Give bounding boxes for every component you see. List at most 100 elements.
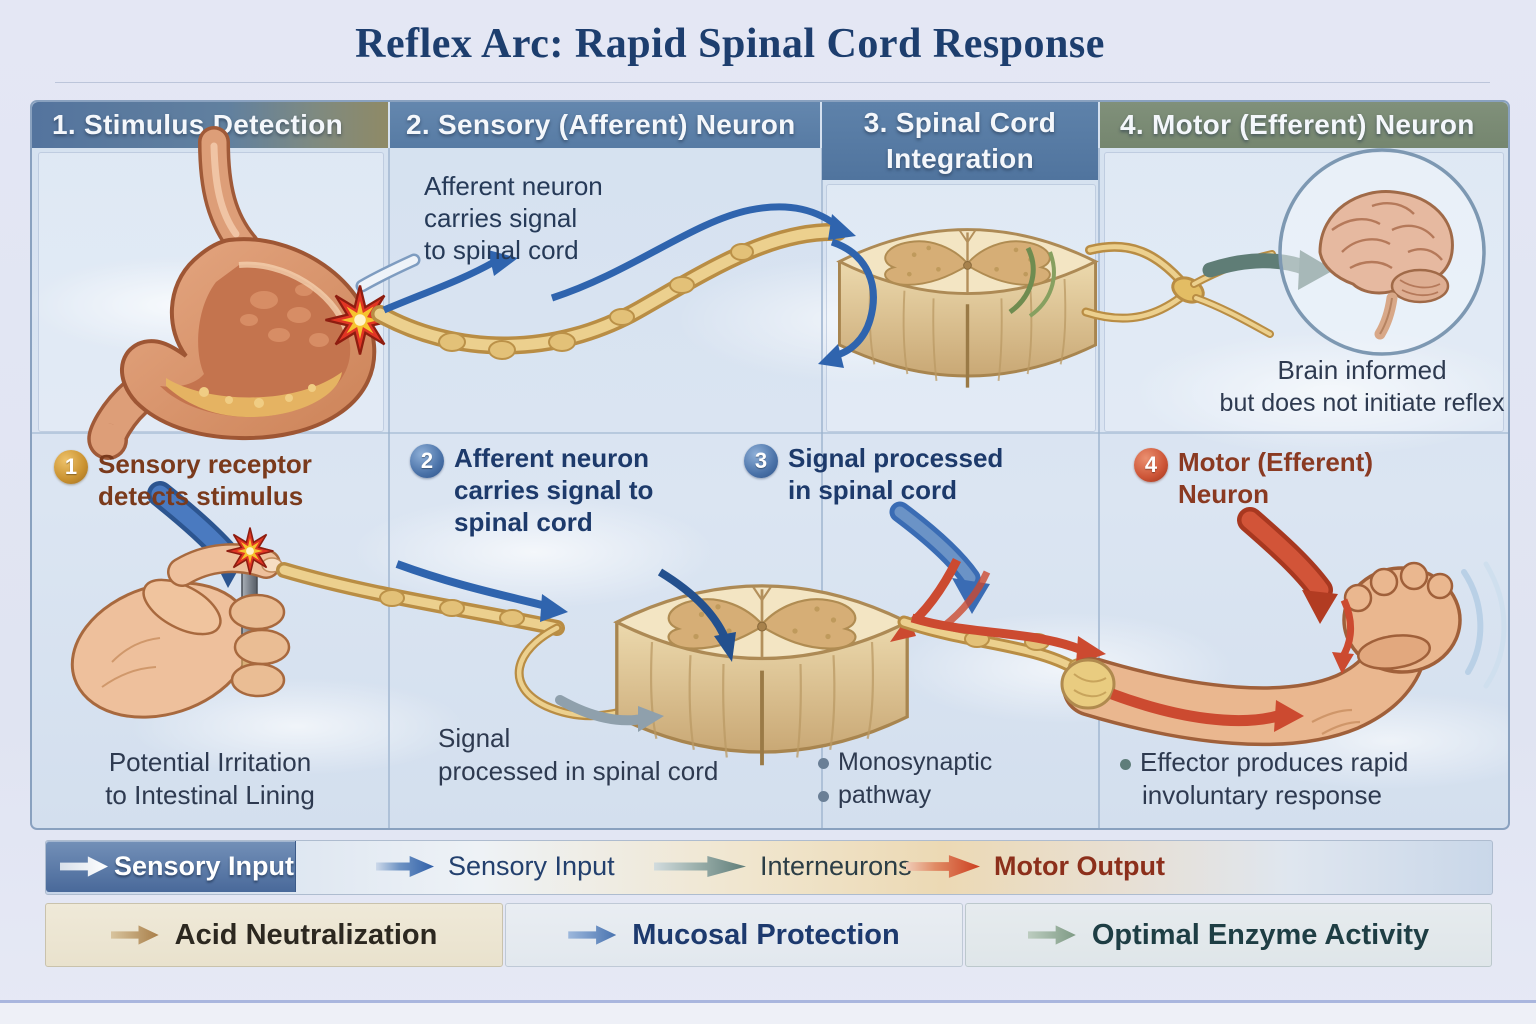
panel4-caption: Effector produces rapid involuntary resp…	[1120, 746, 1408, 812]
step-1-line2: detects stimulus	[98, 481, 304, 511]
column-header-3-label-line1: 3. Spinal Cord	[863, 107, 1057, 138]
row-divider	[32, 432, 1508, 434]
step-1-number: 1	[64, 454, 78, 479]
legend-item-acid-neutralization: Acid Neutralization	[45, 903, 503, 967]
afferent-note-line3: to spinal cord	[424, 235, 579, 265]
motor-arrow-icon	[906, 855, 980, 878]
panel3-caption: Monosynaptic pathway	[818, 746, 992, 812]
thumb	[142, 578, 222, 636]
sensory-arrow-bottom-icon	[395, 560, 568, 622]
sensory-arrow-into-cord-icon	[818, 238, 877, 368]
column-divider-1	[388, 148, 390, 828]
step-3-line1: Signal processed	[788, 443, 1004, 473]
panel3-caption-line2: pathway	[838, 781, 932, 809]
step-4-badge: 4	[1134, 448, 1168, 482]
step-3-number: 3	[754, 448, 768, 473]
legend-item-mucosal-protection: Mucosal Protection	[505, 903, 963, 967]
panel4-caption-line2: involuntary response	[1142, 780, 1382, 810]
legend-interneurons-label: Interneurons	[760, 851, 912, 881]
step-4-annotation: 4 Motor (Efferent) Neuron	[1134, 446, 1373, 510]
step-4-line1: Motor (Efferent)	[1178, 447, 1373, 477]
legend-enzyme-label: Optimal Enzyme Activity	[1091, 918, 1430, 951]
diagram-art	[70, 126, 1507, 768]
step-2-line3: spinal cord	[454, 507, 593, 537]
afferent-nerve	[371, 222, 847, 360]
pinprick-starburst-icon	[225, 526, 275, 576]
panel3-caption-line1: Monosynaptic	[838, 748, 993, 776]
panel2-caption: Signal processed in spinal cord	[438, 722, 718, 788]
column-header-2-label: 2. Sensory (Afferent) Neuron	[406, 109, 796, 140]
column-header-4-label: 4. Motor (Efferent) Neuron	[1120, 109, 1475, 140]
step-3-line2: in spinal cord	[788, 475, 958, 505]
sensory-arrow-icon	[376, 856, 434, 877]
step-2-number: 2	[420, 448, 434, 473]
step-1-line1: Sensory receptor	[98, 449, 312, 479]
motor-arm-arrow-icon	[1110, 688, 1304, 732]
bottom-rule	[0, 1000, 1536, 1003]
hand-illustration	[70, 543, 291, 719]
column-divider-2	[821, 148, 823, 828]
acid-arrow-icon	[110, 925, 159, 945]
mucosal-arrow-icon	[568, 925, 617, 945]
step-4-line2: Neuron	[1178, 479, 1269, 509]
bullet-icon	[818, 757, 829, 769]
legend-item-sensory-input: Sensory Input	[376, 841, 615, 892]
interneuron-arrow-icon	[654, 856, 746, 877]
bottom-margin	[0, 1003, 1536, 1024]
sensory-arrow-icon	[382, 203, 856, 314]
brain-note-line1: Brain informed	[1277, 355, 1447, 385]
step-3-badge: 3	[744, 444, 778, 478]
legend-sensory-box: Sensory Input	[46, 841, 296, 892]
step-3-annotation: 3 Signal processed in spinal cord	[744, 442, 1003, 506]
brain-note: Brain informed but does not initiate ref…	[1192, 354, 1532, 420]
step-2-line2: carries signal to	[454, 475, 654, 505]
legend-item-motor-output: Motor Output	[906, 841, 1165, 892]
step-2-line1: Afferent neuron	[454, 443, 649, 473]
panel1-caption-line2: to Intestinal Lining	[105, 780, 315, 810]
title-divider	[55, 82, 1490, 83]
afferent-note-line1: Afferent neuron	[424, 171, 603, 201]
enzyme-arrow-icon	[1027, 925, 1076, 945]
arrow-right-icon	[60, 856, 108, 877]
legend-acid-label: Acid Neutralization	[174, 918, 438, 951]
afferent-note: Afferent neuron carries signal to spinal…	[424, 170, 603, 266]
column-header-motor-neuron: 4. Motor (Efferent) Neuron	[1100, 102, 1508, 148]
panel1-caption: Potential Irritation to Intestinal Linin…	[60, 746, 360, 812]
column-header-spinal-cord-integration: 3. Spinal Cord Integration	[822, 102, 1098, 180]
motor-output-arrow-icon	[910, 613, 1106, 664]
panel1-caption-line1: Potential Irritation	[108, 747, 312, 777]
stomach-illustration	[87, 126, 377, 460]
bottom-afferent-nerve	[276, 562, 657, 721]
motion-arc	[1461, 569, 1484, 675]
thumb	[1357, 634, 1431, 670]
step-1-annotation: 1 Sensory receptor detects stimulus	[54, 448, 312, 512]
page-title: Reflex Arc: Rapid Spinal Cord Response	[355, 21, 1105, 67]
signal-into-cord-arrow-icon	[889, 501, 990, 614]
panel2-caption-line2: processed in spinal cord	[438, 756, 719, 786]
step-1-badge: 1	[54, 450, 88, 484]
afferent-note-line2: carries signal	[424, 203, 578, 233]
motion-arc	[1483, 561, 1507, 689]
legend-sensory-box-label: Sensory Input	[114, 851, 295, 881]
bullet-icon	[1120, 758, 1131, 770]
step-2-badge: 2	[410, 444, 444, 478]
brain-note-line2: but does not initiate reflex	[1219, 389, 1505, 417]
motor-response-arrow-icon	[1237, 507, 1354, 674]
panel4-caption-line1: Effector produces rapid	[1140, 747, 1409, 777]
column-header-3-label-line2: Integration	[886, 143, 1034, 174]
interneuron-arrow-icon	[555, 695, 664, 732]
diagram-panel: 1. Stimulus Detection 2. Sensory (Affere…	[30, 100, 1510, 830]
panel2-caption-line1: Signal	[438, 723, 511, 753]
step-2-annotation: 2 Afferent neuron carries signal to spin…	[410, 442, 653, 538]
legend-sensory-input-label: Sensory Input	[448, 851, 615, 881]
muscle-cross-section	[1060, 658, 1116, 710]
legend-motor-output-label: Motor Output	[994, 851, 1165, 881]
legend-item-optimal-enzyme-activity: Optimal Enzyme Activity	[965, 903, 1492, 967]
brain-illustration	[1278, 148, 1486, 356]
sensory-arrow-in-cord-icon	[657, 568, 736, 662]
column-header-sensory-neuron: 2. Sensory (Afferent) Neuron	[390, 102, 820, 148]
column-header-1-label: 1. Stimulus Detection	[52, 109, 344, 140]
legend-item-interneurons: Interneurons	[654, 841, 912, 892]
column-divider-3	[1098, 148, 1100, 828]
legend-mucosal-label: Mucosal Protection	[632, 918, 900, 951]
